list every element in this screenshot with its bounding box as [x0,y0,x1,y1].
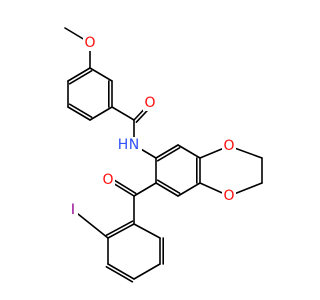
bond-b4-b5 [177,182,201,197]
atom-label-ketone-o: O [102,172,113,188]
atom-label-layer: O O H N O O O I [68,35,236,219]
bond-a6-a1-second [68,69,93,85]
bond-a6-a1 [67,67,91,82]
bond-b5-b6-second [156,179,181,195]
bond-a4-a5 [67,106,91,121]
bond-c6-c1 [133,223,161,239]
atom-label-amide-o: O [144,95,155,111]
bond-layer [64,27,263,283]
label-bg-dioxane-o-top [222,138,236,154]
bond-a3-a4 [89,106,113,121]
bond-a1-a2 [89,67,113,82]
bond-c4-c5 [133,263,161,280]
label-bg-methoxy-o [83,35,97,51]
label-bg-amide-o [143,95,157,111]
bond-a3-ca [111,106,135,121]
atom-label-amide-h: H [118,137,129,153]
bond-b1-b2 [155,144,179,159]
bond-b1-b2-second [156,146,181,162]
bond-c3-c4 [107,263,135,280]
label-bg-dioxane-o-bottom [222,188,236,204]
bond-a4-a5-second [68,103,93,119]
label-bg-iodine [68,202,78,219]
bond-b6-ck [133,182,157,197]
atom-label-dioxane-o-top: O [223,138,234,154]
atom-label-methoxy-o: O [84,35,95,51]
atom-label-dioxane-o-bottom: O [223,188,234,204]
structure-diagram: O O H N O O O I [64,27,263,283]
bond-c1-c2-second [105,220,134,236]
bond-c3-c4-second [105,265,134,283]
atom-label-amide-n: N [129,137,139,153]
bond-c2-io [72,209,109,239]
bond-b5-b6 [155,182,179,197]
molecule-canvas: O O H N O O O I [64,27,263,283]
bond-b2-b3 [177,144,201,159]
bond-c1-c2 [107,223,135,239]
atom-label-iodine: I [71,202,75,218]
label-bg-amide-nh [116,137,142,154]
label-bg-ketone-o [101,172,115,188]
